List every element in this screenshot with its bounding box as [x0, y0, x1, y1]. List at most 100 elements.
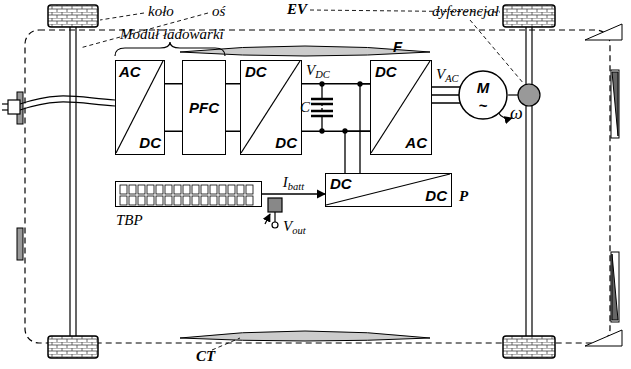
- battery-cell: [183, 196, 190, 205]
- capacitor: [311, 98, 333, 101]
- battery-pack: TBP: [115, 181, 262, 207]
- voltage-probe: [265, 198, 282, 228]
- part-label: Moduł ładowarki: [120, 26, 224, 43]
- body-detail: [612, 72, 618, 136]
- power-plug: [2, 103, 8, 104]
- body-detail: [585, 24, 622, 40]
- wheel: [48, 5, 555, 358]
- battery-cell: [165, 185, 172, 194]
- connector-wire: [165, 84, 182, 132]
- wheel: [48, 5, 98, 27]
- voltage-probe: [268, 198, 282, 212]
- capacitor: [311, 110, 333, 113]
- battery-cell: [129, 196, 136, 205]
- part-label: koło: [148, 3, 174, 20]
- battery-cell: [120, 185, 127, 194]
- battery-cell: [147, 185, 154, 194]
- vehicle-outline: [25, 30, 610, 343]
- axle: [70, 27, 532, 336]
- wheel: [503, 5, 555, 27]
- body-detail: [611, 70, 619, 138]
- battery-cell: [237, 196, 244, 205]
- battery-cell: [210, 196, 217, 205]
- part-label: EV: [287, 1, 307, 18]
- power-plug: [8, 100, 20, 114]
- wheel: [503, 336, 555, 358]
- node-heading: TBP: [116, 212, 143, 229]
- capacitor: [311, 82, 362, 133]
- body-detail: [180, 46, 430, 56]
- leader-line: [80, 10, 524, 350]
- battery-cell: [237, 185, 244, 194]
- converter-box: FDCAC: [370, 60, 432, 155]
- battery-cell: [147, 196, 154, 205]
- axle: [75, 27, 76, 336]
- body-detail: [180, 331, 430, 341]
- node-outline: [116, 182, 261, 206]
- battery-cell: [228, 196, 235, 205]
- battery-cell: [120, 196, 127, 205]
- converter-box: AC DC: [115, 60, 165, 155]
- node-text: DC: [245, 64, 267, 81]
- node-text: DC: [275, 135, 297, 152]
- converter-diagonal: [241, 61, 300, 153]
- part-label: Vout: [283, 218, 306, 236]
- body-detail: [612, 254, 618, 320]
- battery-cell: [156, 185, 163, 194]
- connector-wire: [262, 193, 325, 194]
- battery-cell: [192, 185, 199, 194]
- power-plug: [20, 102, 115, 110]
- voltage-probe: [272, 222, 278, 228]
- node-text: DC: [425, 188, 447, 205]
- node-text: AC: [405, 135, 427, 152]
- battery-cell: [246, 185, 253, 194]
- power-plug: [2, 96, 115, 114]
- leader-line: [212, 338, 240, 350]
- vehicle-outline: [25, 30, 610, 343]
- leader-line: [100, 13, 144, 20]
- node-heading: P: [459, 188, 468, 205]
- battery-cell: [183, 185, 190, 194]
- node-heading: F: [393, 39, 402, 56]
- motor-circle: [459, 71, 507, 119]
- battery-cell: [129, 185, 136, 194]
- battery-cell: [156, 196, 163, 205]
- node-text: AC: [119, 64, 141, 81]
- part-label: dyferencjał: [432, 3, 499, 20]
- differential: [518, 84, 540, 106]
- axle: [69, 27, 70, 336]
- battery-cell: [210, 185, 217, 194]
- differential: [498, 112, 512, 118]
- connector-wire: [432, 87, 460, 103]
- node-text: DC: [330, 176, 352, 193]
- body-detail: [17, 228, 23, 260]
- part-label: VDC: [306, 62, 330, 80]
- battery-cell: [201, 196, 208, 205]
- converter-diagonal: [371, 61, 430, 153]
- converter-diagonal: [326, 174, 450, 205]
- power-plug: [20, 96, 115, 104]
- converter-box: PFC: [182, 60, 226, 155]
- battery-cell: [246, 196, 253, 205]
- part-label: C: [300, 99, 310, 116]
- node-text: PFC: [189, 99, 219, 116]
- battery-cell: [174, 196, 181, 205]
- node-text: ~: [479, 98, 488, 115]
- axle: [525, 27, 526, 336]
- power-plug: [2, 109, 8, 110]
- voltage-probe: [274, 212, 275, 222]
- battery-cell: [219, 196, 226, 205]
- part-label: CT: [196, 348, 215, 365]
- axle: [531, 27, 532, 336]
- node-text: DC: [139, 135, 161, 152]
- battery-cell: [192, 196, 199, 205]
- voltage-probe: [265, 214, 270, 224]
- body-detail: [17, 24, 622, 346]
- battery-cell: [228, 185, 235, 194]
- signal-label: Ibatt: [281, 174, 306, 192]
- connector-wire: [345, 84, 370, 173]
- motor-circle: M~: [458, 70, 508, 120]
